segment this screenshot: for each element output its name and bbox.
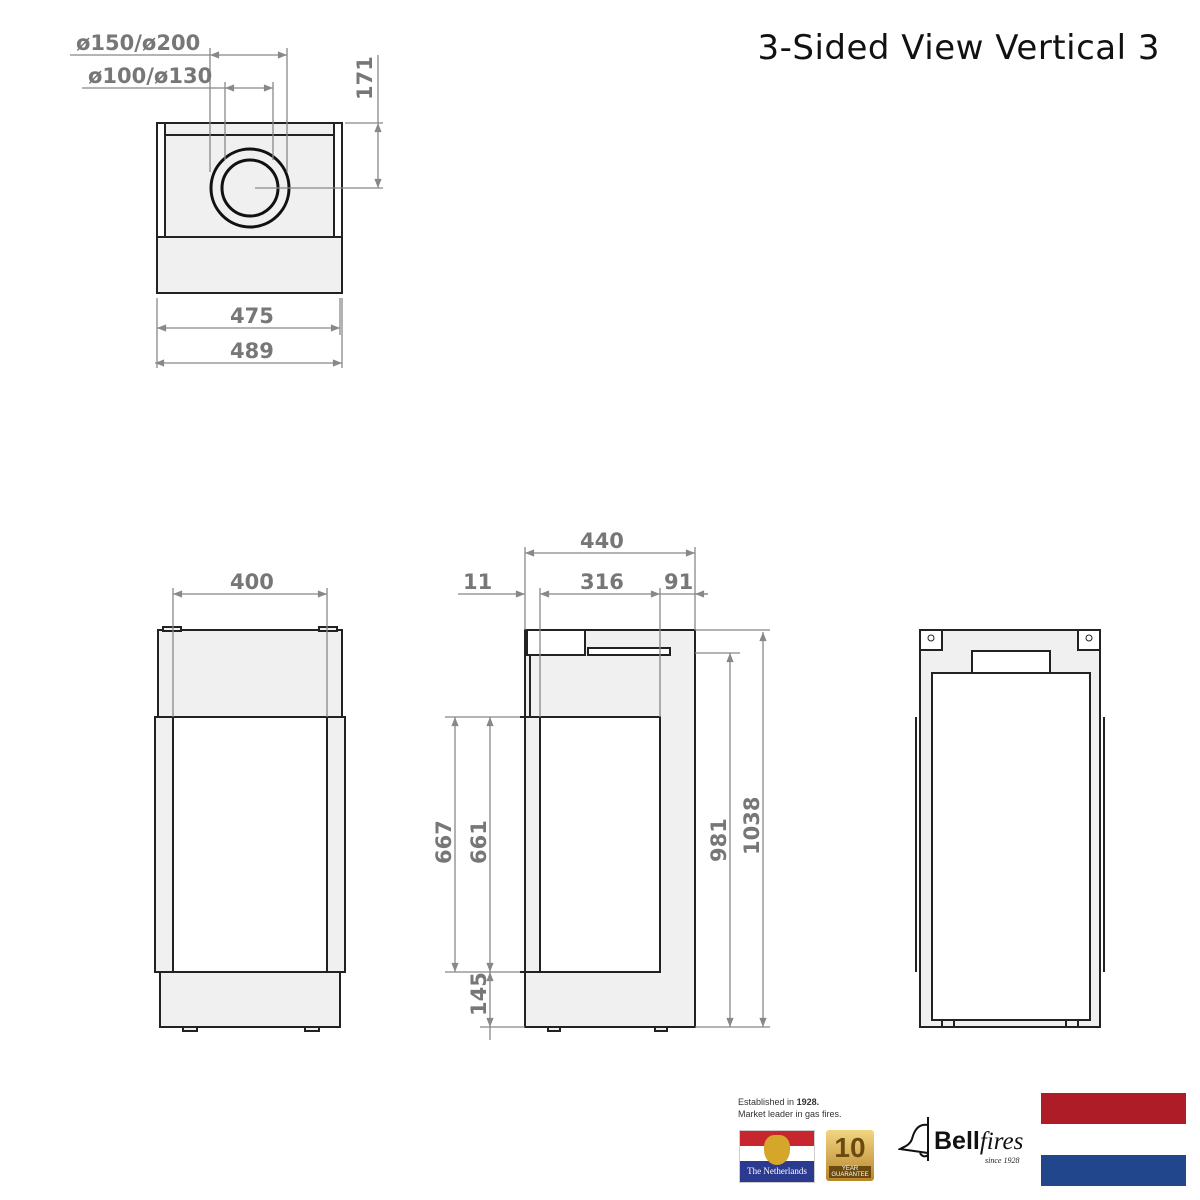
dim-981: 981 xyxy=(707,818,731,862)
guarantee-text: YEAR GUARANTEE xyxy=(829,1166,871,1178)
royal-crest-icon xyxy=(764,1135,790,1165)
dim-475: 475 xyxy=(230,304,274,328)
front-view: 400 xyxy=(154,570,346,1032)
guarantee-badge: 10 YEAR GUARANTEE xyxy=(826,1130,874,1181)
dim-440: 440 xyxy=(580,529,624,553)
dim-661: 661 xyxy=(467,820,491,864)
bell-icon xyxy=(898,1117,929,1161)
dim-11: 11 xyxy=(463,570,492,594)
dim-1038: 1038 xyxy=(740,797,764,855)
tagline: Market leader in gas fires. xyxy=(738,1109,842,1119)
dim-667: 667 xyxy=(432,820,456,864)
dim-316: 316 xyxy=(580,570,624,594)
back-view xyxy=(915,629,1105,1028)
flag-red-stripe xyxy=(1041,1093,1186,1124)
flag-blue-stripe xyxy=(1041,1155,1186,1186)
side-view: 440 11 316 91 667 661 145 981 1038 xyxy=(432,529,770,1040)
dim-400: 400 xyxy=(230,570,274,594)
netherlands-badge-label: The Netherlands xyxy=(740,1161,814,1182)
guarantee-number: 10 xyxy=(834,1132,866,1163)
bellfires-logo: Bellfires xyxy=(934,1127,1023,1156)
established-text: Established in 1928. Market leader in ga… xyxy=(738,1096,842,1120)
dim-489: 489 xyxy=(230,339,274,363)
netherlands-flag xyxy=(1041,1093,1186,1186)
brand-italic: fires xyxy=(979,1128,1024,1155)
established-prefix: Established in xyxy=(738,1097,795,1107)
top-view: ø150/ø200 ø100/ø130 171 475 489 xyxy=(70,31,383,368)
established-year: 1928. xyxy=(796,1097,820,1107)
dim-145: 145 xyxy=(467,972,491,1016)
drawing-title: 3-Sided View Vertical 3 xyxy=(757,28,1160,68)
dim-flue-inner: ø100/ø130 xyxy=(88,64,212,88)
dim-91: 91 xyxy=(664,570,693,594)
dim-flue-outer: ø150/ø200 xyxy=(76,31,200,55)
brand-bold: Bell xyxy=(934,1127,980,1155)
netherlands-badge: The Netherlands xyxy=(739,1130,815,1183)
flag-white-stripe xyxy=(1041,1124,1186,1155)
brand-since: since 1928 xyxy=(985,1156,1020,1165)
dim-171: 171 xyxy=(353,56,377,100)
